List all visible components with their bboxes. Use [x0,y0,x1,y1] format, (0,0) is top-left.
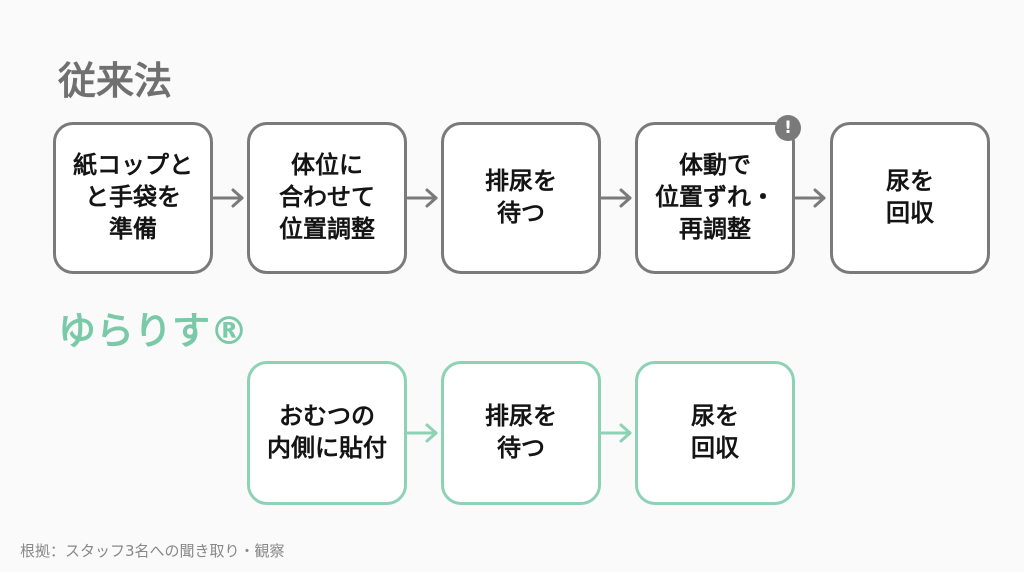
yurarisu-method-title: ゆらりす® [58,309,249,353]
arrow-right-icon [600,188,632,208]
step-label: 尿を 回収 [886,167,934,227]
conventional-step-collect-urine: 尿を 回収 [830,122,990,274]
conventional-step-wait-urination: 排尿を 待つ [441,122,601,274]
conventional-method-title: 従来法 [58,59,173,103]
source-note: 根拠：スタッフ3名への聞き取り・観察 [20,542,285,560]
step-label: 尿を 回収 [691,402,739,462]
step-label: 排尿を 待つ [485,402,557,462]
conventional-step-readjust: 体動で 位置ずれ・ 再調整 [635,122,795,274]
step-label: 排尿を 待つ [485,167,557,227]
step-label: 紙コップと と手袋を 準備 [73,151,193,243]
yurarisu-step-wait-urination: 排尿を 待つ [441,361,601,505]
warning-icon: ! [775,115,801,141]
conventional-step-prepare-cup-gloves: 紙コップと と手袋を 準備 [53,122,213,274]
arrow-right-icon [406,423,438,443]
arrow-right-icon [212,188,244,208]
yurarisu-step-collect-urine: 尿を 回収 [635,361,795,505]
yurarisu-step-attach-inside-diaper: おむつの 内側に貼付 [247,361,407,505]
arrow-right-icon [794,188,826,208]
step-label: 体動で 位置ずれ・ 再調整 [655,151,775,243]
arrow-right-icon [406,188,438,208]
conventional-step-adjust-position: 体位に 合わせて 位置調整 [247,122,407,274]
step-label: 体位に 合わせて 位置調整 [279,151,375,243]
arrow-right-icon [600,423,632,443]
step-label: おむつの 内側に貼付 [267,402,387,462]
